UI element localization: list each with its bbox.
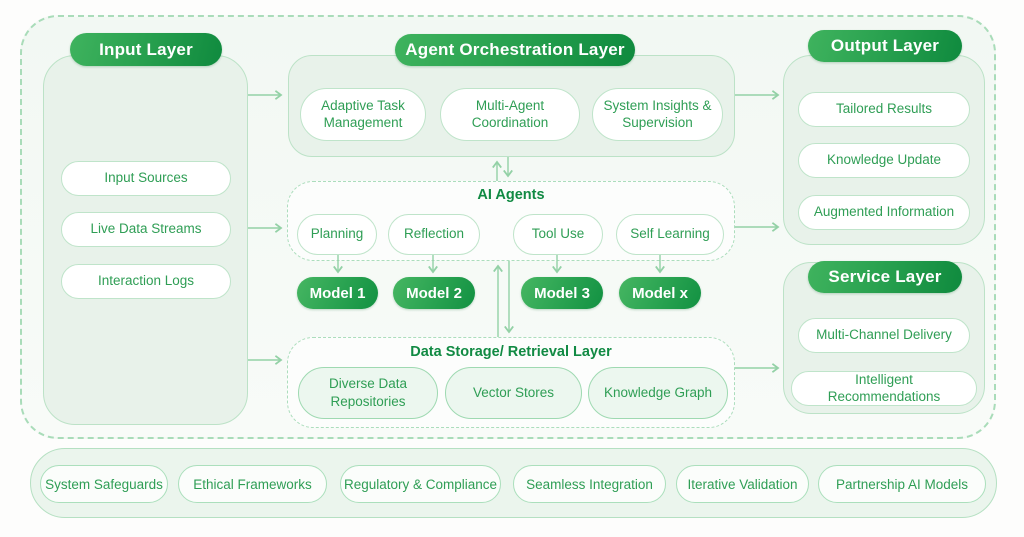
node-regulatory-compliance: Regulatory & Compliance bbox=[340, 465, 501, 503]
node-model-3: Model 3 bbox=[521, 277, 603, 309]
node-tailored-results: Tailored Results bbox=[798, 92, 970, 127]
node-self-learning: Self Learning bbox=[616, 214, 724, 255]
ai-agents-title: AI Agents bbox=[477, 187, 545, 203]
node-multi-agent-coordination: Multi-Agent Coordination bbox=[440, 88, 580, 141]
orchestration-layer-header: Agent Orchestration Layer bbox=[395, 34, 635, 66]
node-input-sources: Input Sources bbox=[61, 161, 231, 196]
data-layer-title: Data Storage/ Retrieval Layer bbox=[410, 344, 612, 360]
output-layer-header: Output Layer bbox=[808, 30, 962, 62]
node-augmented-information: Augmented Information bbox=[798, 195, 970, 230]
node-system-safeguards: System Safeguards bbox=[40, 465, 168, 503]
node-iterative-validation: Iterative Validation bbox=[676, 465, 809, 503]
node-planning: Planning bbox=[297, 214, 377, 255]
node-intelligent-recommendations: Intelligent Recommendations bbox=[791, 371, 977, 406]
input-layer-header: Input Layer bbox=[70, 33, 222, 66]
node-interaction-logs: Interaction Logs bbox=[61, 264, 231, 299]
node-system-insights-supervision: System Insights & Supervision bbox=[592, 88, 723, 141]
node-diverse-data-repositories: Diverse Data Repositories bbox=[298, 367, 438, 419]
node-multi-channel-delivery: Multi-Channel Delivery bbox=[798, 318, 970, 353]
node-vector-stores: Vector Stores bbox=[445, 367, 582, 419]
node-model-1: Model 1 bbox=[297, 277, 378, 309]
service-layer-header: Service Layer bbox=[808, 261, 962, 293]
node-ethical-frameworks: Ethical Frameworks bbox=[178, 465, 327, 503]
node-seamless-integration: Seamless Integration bbox=[513, 465, 666, 503]
node-live-data-streams: Live Data Streams bbox=[61, 212, 231, 247]
node-adaptive-task-management: Adaptive Task Management bbox=[300, 88, 426, 141]
node-model-2: Model 2 bbox=[393, 277, 475, 309]
node-tool-use: Tool Use bbox=[513, 214, 603, 255]
node-model-x: Model x bbox=[619, 277, 701, 309]
node-knowledge-update: Knowledge Update bbox=[798, 143, 970, 178]
node-reflection: Reflection bbox=[388, 214, 480, 255]
node-partnership-ai-models: Partnership AI Models bbox=[818, 465, 986, 503]
node-knowledge-graph: Knowledge Graph bbox=[588, 367, 728, 419]
